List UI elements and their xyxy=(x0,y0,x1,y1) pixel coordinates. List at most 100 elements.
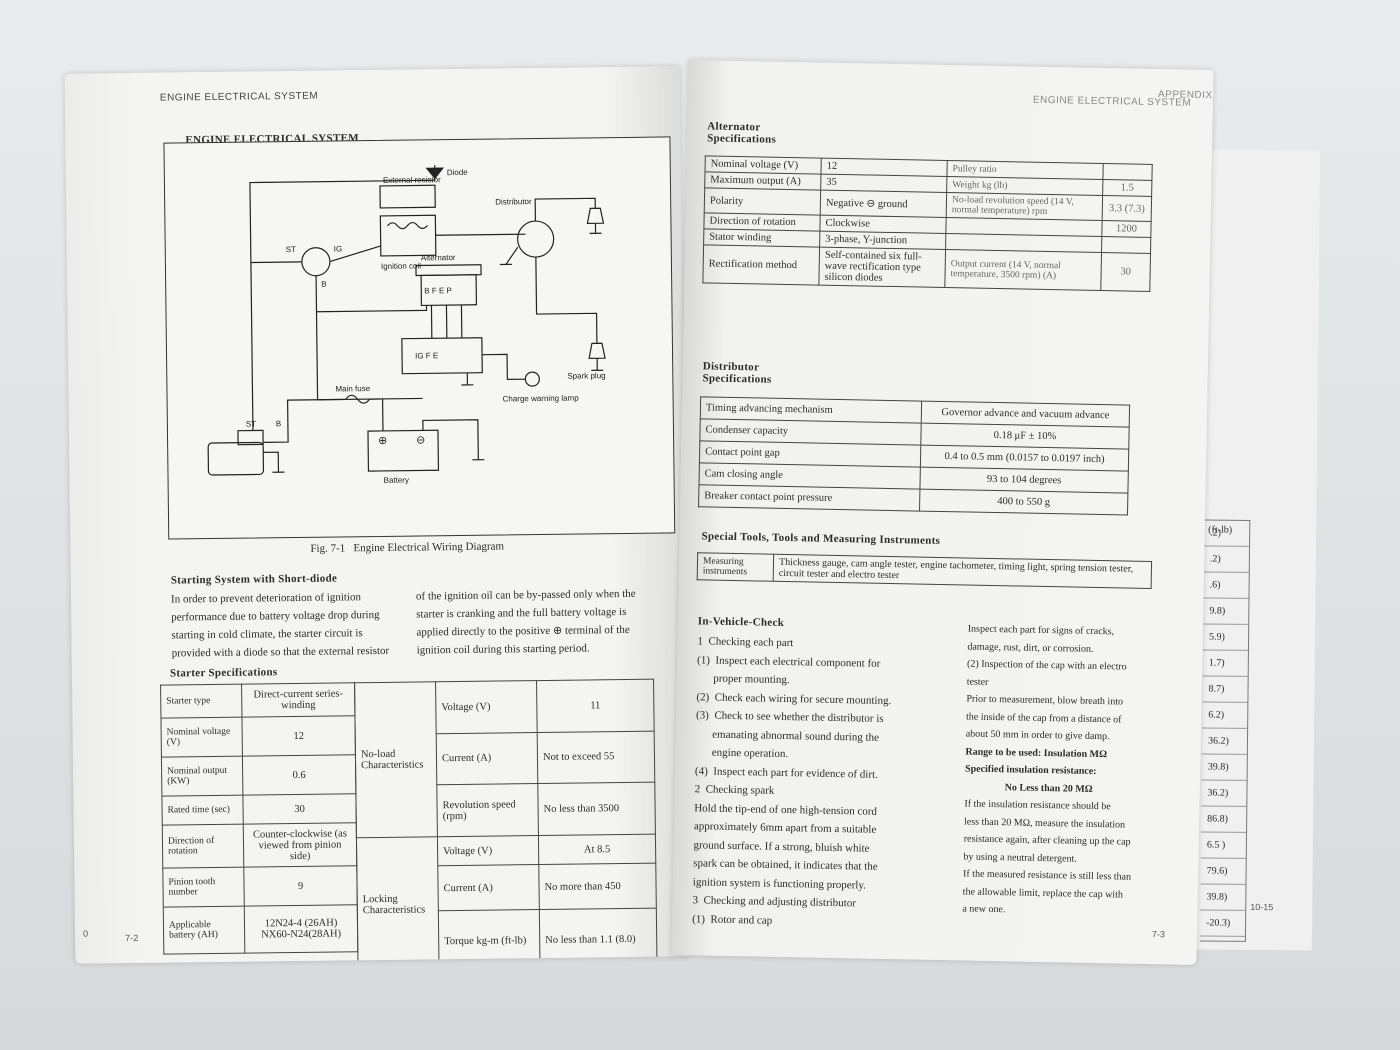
alternator-row-label2: No-load revolution speed (14 V, normal t… xyxy=(946,192,1103,221)
in-vehicle-col2: Inspect each part for signs of cracks,da… xyxy=(962,621,1168,922)
alternator-row-value2: 1.5 xyxy=(1102,179,1152,197)
distributor-row-value: 400 to 550 g xyxy=(919,489,1128,516)
alternator-row-value2: 3.3 (7.3) xyxy=(1102,195,1152,222)
ignition-coil-winding xyxy=(387,221,428,230)
label-external-resistor: External resistor xyxy=(383,175,441,185)
noload-current-label: Current (A) xyxy=(436,732,538,786)
diode-symbol xyxy=(425,167,445,180)
label-distributor: Distributor xyxy=(495,197,532,206)
wire-top xyxy=(249,179,435,263)
label-battery: Battery xyxy=(384,476,409,485)
starter-row-label: Rated time (sec) xyxy=(161,795,244,826)
alternator-row-value: Self-contained six full-wave rectificati… xyxy=(818,247,946,288)
label-battery-minus: ⊖ xyxy=(416,434,425,446)
starter-row-label: Direction of rotation xyxy=(162,824,244,869)
noload-current-value: Not to exceed 55 xyxy=(537,730,655,784)
starter-row-value: Direct-current series-winding xyxy=(241,682,355,718)
plug-ground-bottom xyxy=(591,358,604,371)
regulator-box xyxy=(401,337,483,375)
noload-row-0: No-load Characteristics Voltage (V) 11 xyxy=(354,679,655,838)
distributor-symbol xyxy=(517,220,555,258)
label-switch-b: B xyxy=(321,280,326,289)
right-page: ENGINE ELECTRICAL SYSTEM APPENDIX Altern… xyxy=(671,60,1214,965)
noload-label: No-load Characteristics xyxy=(354,681,438,838)
label-diode: Diode xyxy=(447,168,469,177)
locking-current-label: Current (A) xyxy=(437,864,540,911)
label-battery-plus: ⊕ xyxy=(378,435,387,447)
label-alternator: Alternator xyxy=(421,253,456,262)
short-diode-title: Starting System with Short-diode xyxy=(170,572,338,587)
in-vehicle-col1: 1 Checking each part(1) Inspect each ele… xyxy=(692,632,948,933)
alternator-row-label: Polarity xyxy=(704,187,821,216)
noload-speed-label: Revolution speed (rpm) xyxy=(436,783,539,837)
starter-row-label: Pinion tooth number xyxy=(162,867,245,908)
noload-speed-value: No less than 3500 xyxy=(537,782,656,836)
starter-ground xyxy=(263,451,285,473)
alternator-spec-title: Alternator Specifications xyxy=(707,120,777,146)
plug-ground-top xyxy=(589,223,602,234)
wire-coil-distributor xyxy=(435,233,526,236)
wiring-diagram-svg: Diode External resistor Distributor Igni… xyxy=(207,165,606,485)
wire-lamp xyxy=(482,353,526,381)
alternator-row-value2 xyxy=(1101,236,1151,254)
starter-row-value: 9 xyxy=(243,865,358,907)
distributor-row-label: Breaker contact point pressure xyxy=(698,484,920,512)
tools-row: Measuring instruments Thickness gauge, c… xyxy=(697,552,1152,589)
manual-spread: ENGINE ELECTRICAL SYSTEM ENGINE ELECTRIC… xyxy=(60,55,1220,1015)
distributor-spec-title: Distributor Specifications xyxy=(702,360,772,386)
left-page: ENGINE ELECTRICAL SYSTEM ENGINE ELECTRIC… xyxy=(64,66,691,964)
figure-caption: Fig. 7-1 Engine Electrical Wiring Diagra… xyxy=(310,540,504,554)
tools-label: Measuring instruments xyxy=(697,552,774,582)
battery-box xyxy=(367,429,440,472)
starter-row-value: 12N24-4 (26AH) NX60-N24(28AH) xyxy=(244,904,358,954)
starter-row-label: Starter type xyxy=(160,684,242,719)
left-edge-mark: 0 xyxy=(83,928,89,939)
starter-row-value: Counter-clockwise (as viewed from pinion… xyxy=(243,822,357,868)
label-main-fuse: Main fuse xyxy=(335,384,370,393)
in-vehicle-line: (1) Rotor and cap xyxy=(692,912,773,927)
wire-b-alt xyxy=(316,305,428,313)
alternator-row-value2: 30 xyxy=(1100,252,1151,292)
wire-battery-ground xyxy=(422,419,485,461)
locking-label: Locking Characteristics xyxy=(356,836,440,964)
spark-plug-bottom xyxy=(588,342,606,360)
ignition-coil-box xyxy=(379,214,437,257)
figure-number: Fig. 7-1 xyxy=(310,542,346,555)
main-fuse-symbol xyxy=(317,394,383,404)
left-running-header: ENGINE ELECTRICAL SYSTEM xyxy=(159,90,319,104)
locking-voltage-label: Voltage (V) xyxy=(437,835,539,866)
distributor-ground xyxy=(499,246,519,266)
starter-row-label: Nominal voltage (V) xyxy=(160,717,243,758)
regulator-ground xyxy=(461,372,474,386)
right-appendix-header: APPENDIX xyxy=(1157,89,1213,102)
alternator-row-label2: Output current (14 V, normal temperature… xyxy=(944,249,1102,291)
label-alt-terminals: B F E P xyxy=(424,286,452,295)
locking-torque-value: No less than 1.1 (8.0) xyxy=(539,908,658,964)
left-page-number: 7-2 xyxy=(125,932,139,944)
label-switch-ig: IG xyxy=(334,244,343,253)
locking-torque-label: Torque kg-m (ft-lb) xyxy=(438,909,541,964)
tools-title: Special Tools, Tools and Measuring Instr… xyxy=(701,530,941,547)
tools-value: Thickness gauge, cam angle tester, engin… xyxy=(773,554,1152,589)
short-diode-para-left: In order to prevent deterioration of ign… xyxy=(170,591,390,660)
right-page-number: 7-3 xyxy=(1151,929,1166,940)
appendix-page-number: 10-15 xyxy=(1250,901,1274,913)
starter-row: Rated time (sec)30 xyxy=(161,793,357,826)
label-regulator-terminals: IG F E xyxy=(415,351,438,360)
wire-dist-plug xyxy=(534,197,596,222)
starter-row-label: Applicable battery (AH) xyxy=(163,906,245,955)
starter-spec-title: Starter Specifications xyxy=(169,666,278,680)
starter-row-value: 30 xyxy=(242,793,357,825)
wiring-diagram: Diode External resistor Distributor Igni… xyxy=(163,136,676,540)
starter-row: Nominal voltage (V)12 xyxy=(160,715,356,758)
starter-row: Nominal output (KW)0.6 xyxy=(161,754,356,797)
starter-motor-box xyxy=(207,441,265,476)
figure-caption-text: Engine Electrical Wiring Diagram xyxy=(353,540,505,555)
label-spark-plug: Spark plug xyxy=(567,371,605,380)
in-vehicle-line-col2: a new one. xyxy=(962,903,1006,916)
noload-voltage-value: 11 xyxy=(536,679,655,733)
